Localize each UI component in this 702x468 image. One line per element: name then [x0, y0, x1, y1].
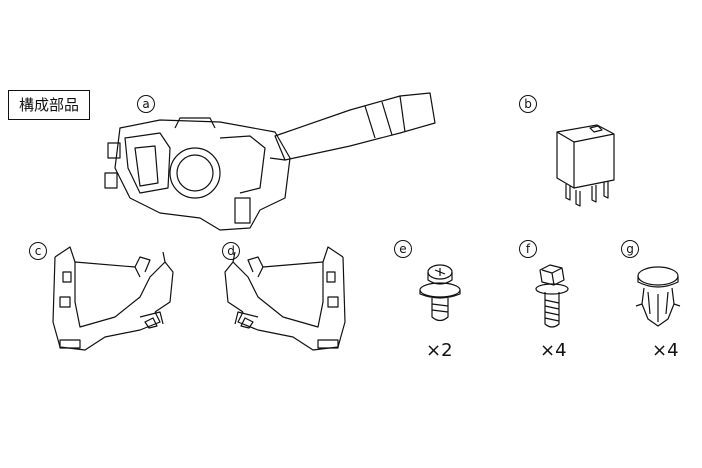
part-e-quantity: ×2: [426, 340, 453, 361]
part-f-quantity: ×4: [540, 340, 567, 361]
part-b-label: b: [519, 95, 537, 113]
components-title: 構成部品: [8, 90, 90, 120]
bolt-icon: [535, 264, 569, 328]
bracket-left-icon: [52, 246, 174, 351]
relay-icon: [556, 124, 615, 207]
clip-icon: [635, 266, 681, 327]
part-d-label: d: [222, 242, 240, 260]
part-f-label: f: [519, 240, 537, 258]
bracket-right-icon: [224, 246, 346, 351]
part-e-label: e: [394, 240, 412, 258]
part-a-label: a: [137, 95, 155, 113]
part-g-quantity: ×4: [652, 340, 679, 361]
part-c-label: c: [29, 242, 47, 260]
combination-switch-icon: [104, 92, 436, 231]
screw-icon: [419, 264, 461, 322]
part-g-label: g: [621, 240, 639, 258]
